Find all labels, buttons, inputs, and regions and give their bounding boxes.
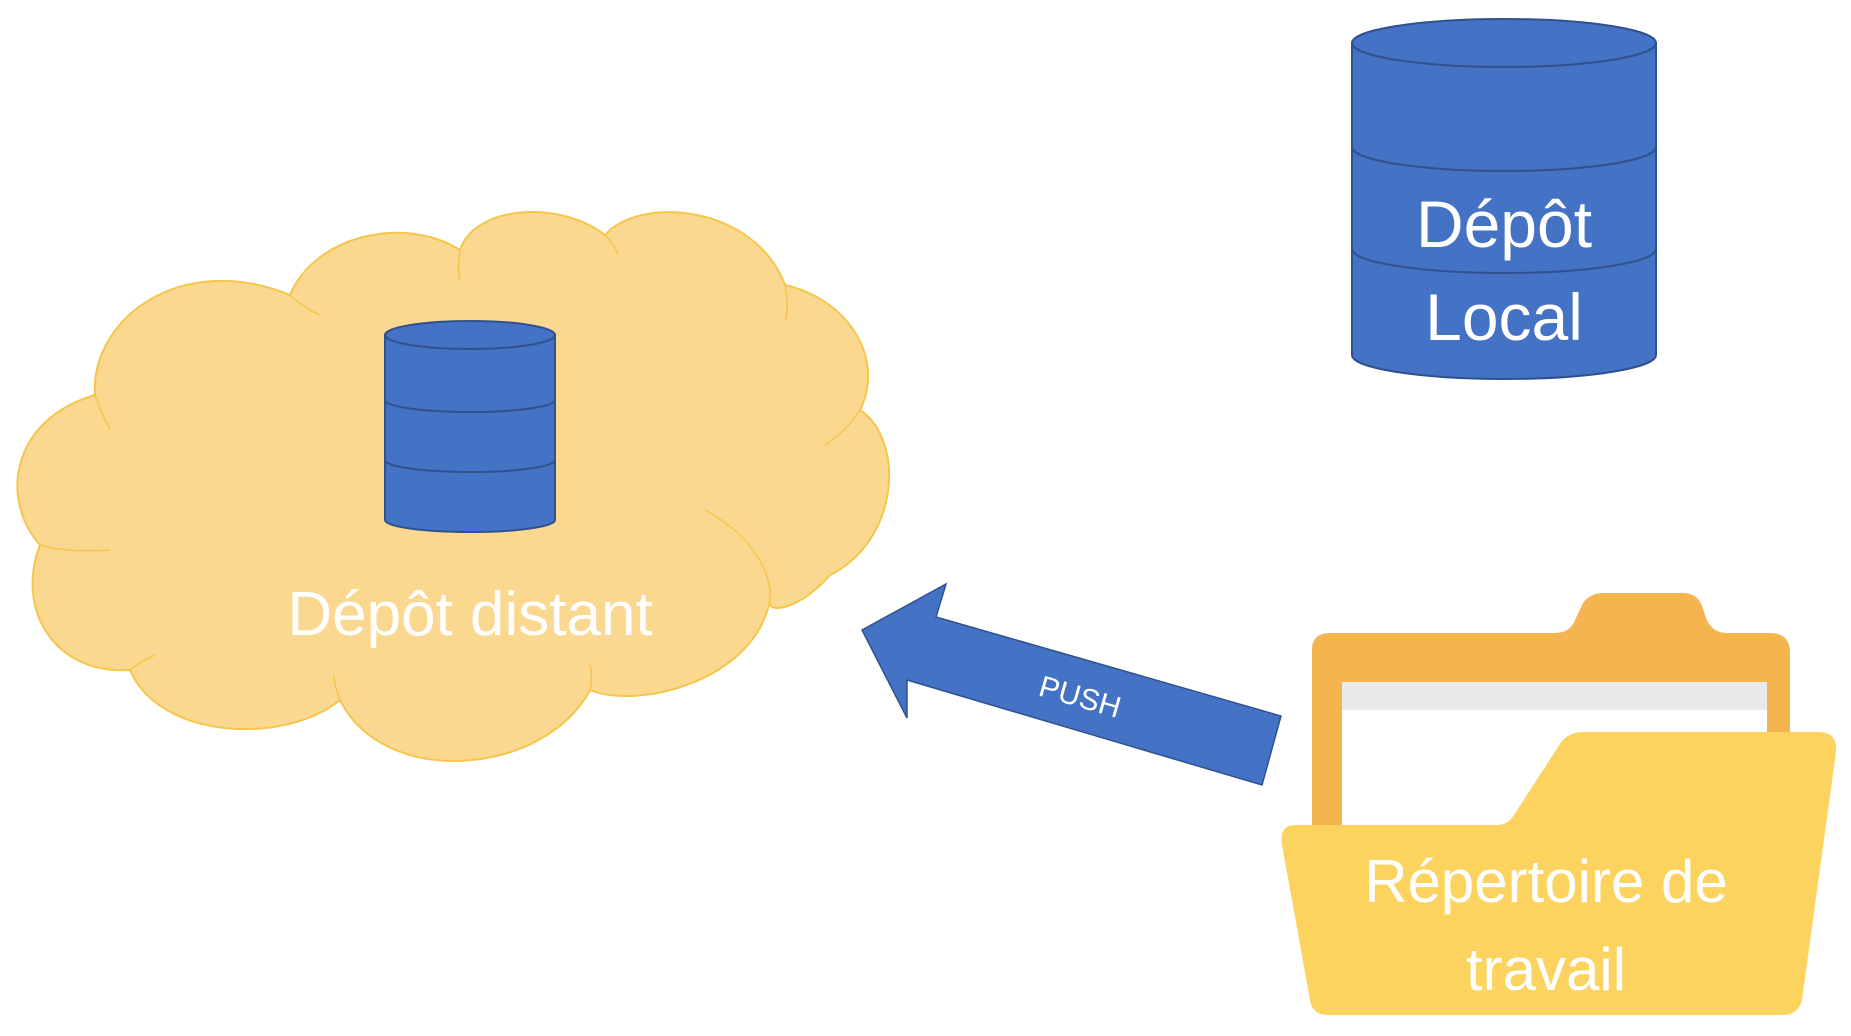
local-repo-label-line2: Local (1425, 280, 1583, 354)
remote-database-icon (384, 320, 556, 533)
push-arrow: PUSH (861, 582, 1282, 786)
folder-icon (1281, 593, 1837, 1015)
local-repo-label-line1: Dépôt (1416, 187, 1592, 261)
arrow-left-icon (861, 582, 1282, 786)
local-repo-database: Dépôt Local (1351, 18, 1657, 380)
database-icon (1351, 18, 1657, 380)
working-dir-label-line1: Répertoire de (1364, 848, 1728, 915)
working-dir-label-line2: travail (1466, 936, 1626, 1003)
remote-repo-cloud: Dépôt distant (16, 211, 891, 762)
remote-repo-label: Dépôt distant (287, 580, 652, 649)
working-dir-folder: Répertoire de travail (1281, 593, 1837, 1015)
